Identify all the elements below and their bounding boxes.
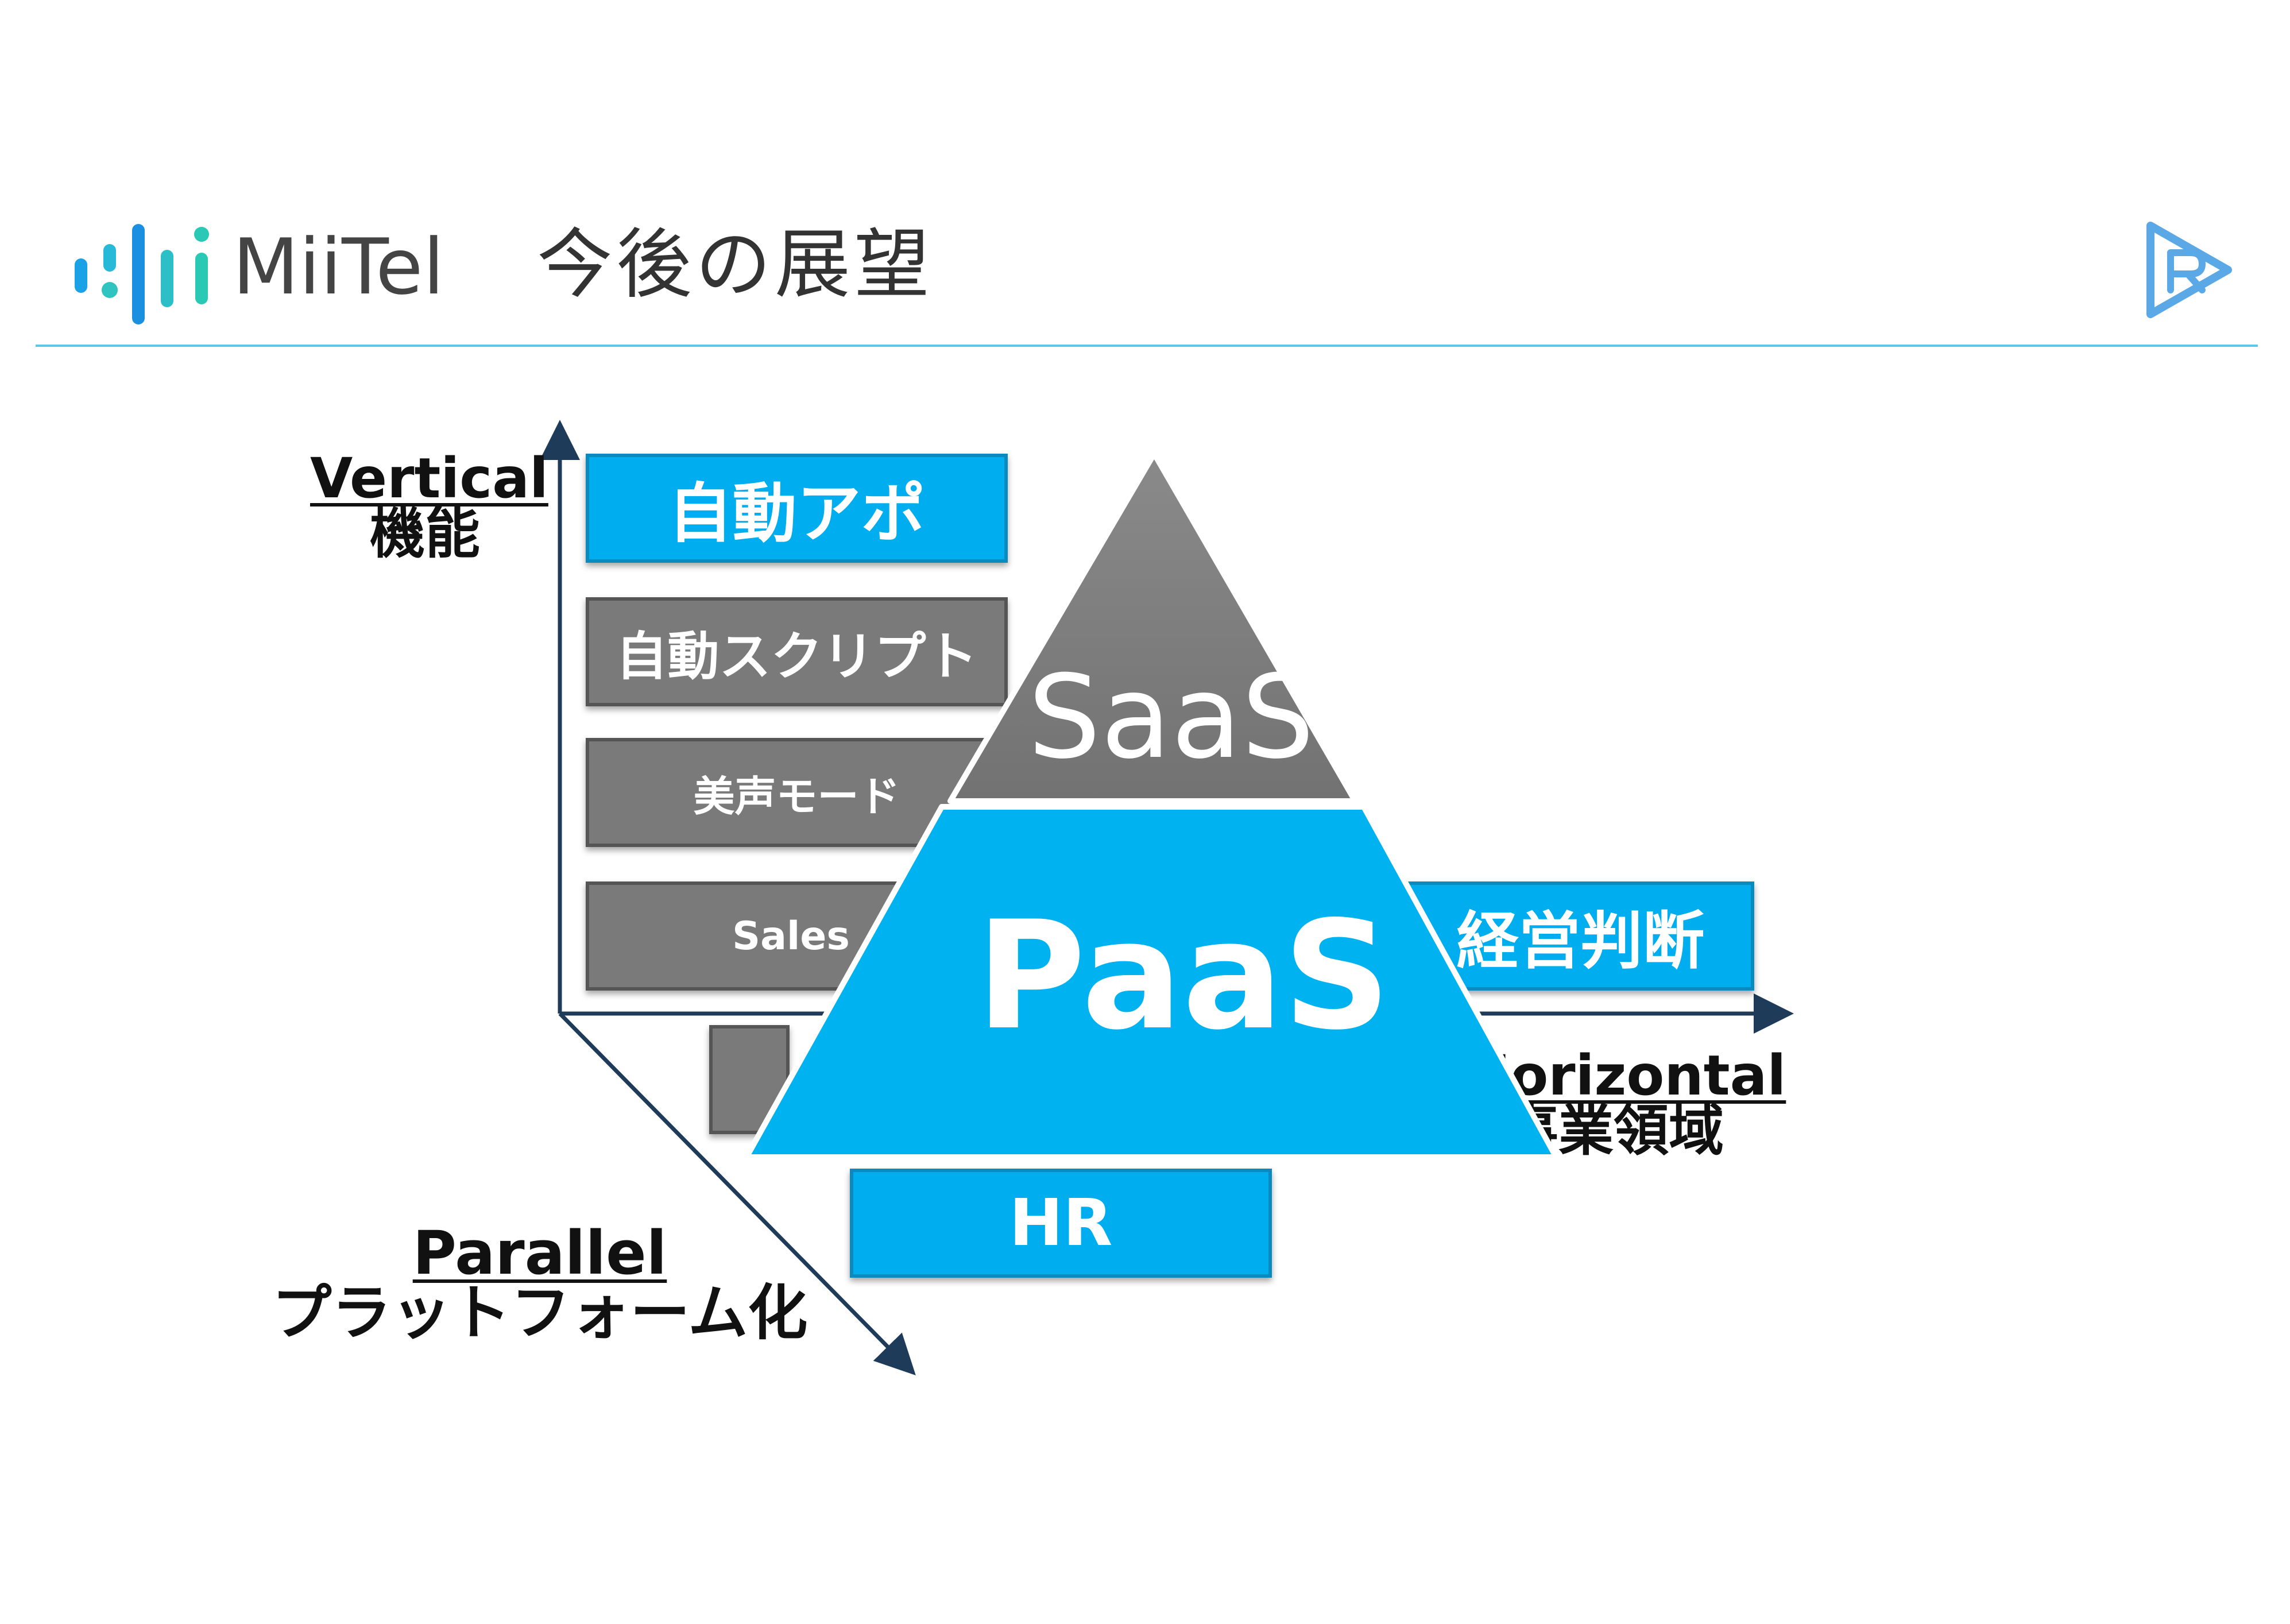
vertical-axis-en: Vertical <box>310 446 548 511</box>
pyramid-bottom <box>744 804 1559 1160</box>
header-divider <box>36 345 2258 347</box>
vertical-item-auto-appointment: 自動アポ <box>586 454 1008 563</box>
parallel-axis-ja: プラットフォーム化 <box>272 1278 808 1348</box>
play-r-icon <box>2146 222 2232 318</box>
parallel-axis-label: Parallel プラットフォーム化 <box>264 1223 815 1343</box>
pyramid-top-label: SaaS <box>1028 651 1315 784</box>
vertical-item-sales: Sales <box>586 881 1008 991</box>
audio-bars-icon <box>75 224 209 324</box>
pyramid-bottom-label: PaaS <box>976 890 1391 1063</box>
brand-name: MiiTel <box>233 222 444 312</box>
parallel-item-hr: HR <box>850 1169 1272 1278</box>
vertical-axis-label: Vertical 機能 <box>310 446 548 566</box>
parallel-axis <box>558 1012 916 1375</box>
pyramid-top <box>947 451 1358 804</box>
vertical-item-auto-script: 自動スクリプト <box>586 597 1008 706</box>
vertical-axis-ja: 機能 <box>370 501 480 566</box>
horizontal-item-management: 経営判断 <box>1407 881 1754 991</box>
page-title: 今後の展望 <box>537 221 933 309</box>
brand-logo <box>69 218 224 333</box>
corner-logo <box>2139 221 2237 319</box>
parallel-axis-en: Parallel <box>412 1218 667 1288</box>
